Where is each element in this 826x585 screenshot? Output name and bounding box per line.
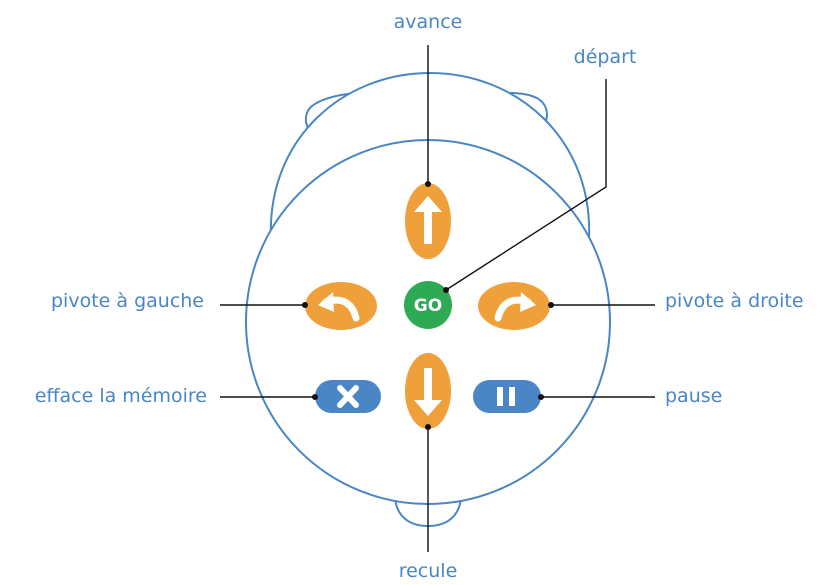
- label-clear: efface la mémoire: [35, 385, 207, 407]
- go-button[interactable]: GO: [404, 281, 452, 329]
- leader-lines: [220, 45, 655, 552]
- label-turn-right: pivote à droite: [665, 290, 804, 312]
- label-backward: recule: [399, 560, 458, 582]
- arrow-up-icon: [414, 196, 442, 244]
- label-turn-left: pivote à gauche: [51, 290, 204, 312]
- turn-left-button[interactable]: [305, 282, 377, 330]
- turn-right-button[interactable]: [478, 282, 550, 330]
- label-forward: avance: [394, 11, 463, 33]
- arrow-down-icon: [414, 368, 442, 416]
- leader-start: [445, 79, 607, 291]
- curved-arrow-left-icon: [318, 292, 360, 322]
- go-label: GO: [414, 296, 442, 316]
- label-start: départ: [574, 46, 637, 68]
- clear-memory-button[interactable]: [315, 380, 381, 413]
- label-pause: pause: [665, 385, 722, 407]
- pause-button[interactable]: [473, 380, 541, 413]
- backward-button[interactable]: [405, 353, 451, 429]
- pause-icon: [497, 387, 515, 406]
- close-icon: [337, 385, 359, 408]
- curved-arrow-right-icon: [494, 292, 536, 322]
- forward-button[interactable]: [405, 183, 451, 259]
